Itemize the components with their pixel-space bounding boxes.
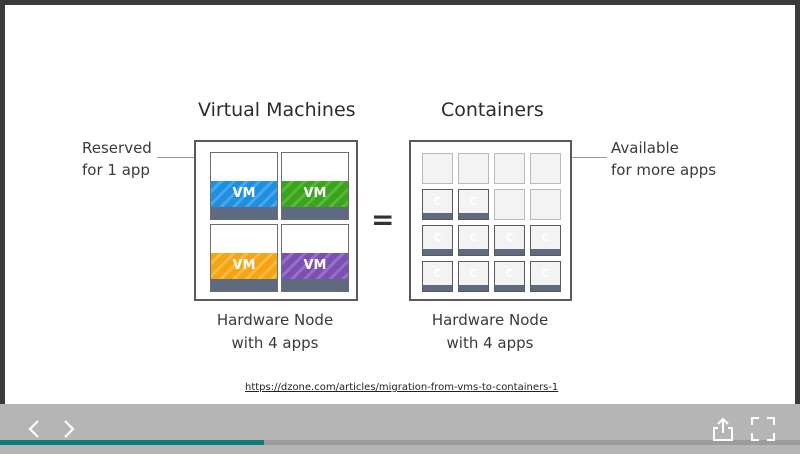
container-purple: C (530, 261, 561, 292)
container-hardware-node: C C C C C C C C C C (409, 140, 572, 301)
vm-purple: VM (281, 224, 349, 292)
vm-node-label-line2: with 4 apps (231, 334, 319, 352)
container-base (459, 249, 488, 255)
container-slot-empty (494, 189, 525, 220)
vm-reserved-space (211, 225, 277, 253)
container-orange: C (422, 261, 453, 292)
container-green: C (458, 189, 489, 220)
container-slot-empty (458, 153, 489, 184)
container-base (423, 285, 452, 291)
container-orange: C (422, 189, 453, 220)
reserved-label-line2: for 1 app (82, 161, 150, 179)
progress-track[interactable] (0, 440, 800, 445)
chevron-left-icon[interactable] (22, 416, 48, 442)
container-label: C (433, 195, 442, 208)
container-label: C (469, 267, 478, 280)
container-base (495, 285, 524, 291)
available-label: Available for more apps (611, 137, 716, 181)
vm-green: VM (281, 152, 349, 220)
share-icon[interactable] (710, 416, 736, 442)
container-base (531, 249, 560, 255)
container-label: C (433, 267, 442, 280)
vm-node-label: Hardware Node with 4 apps (185, 309, 365, 355)
available-label-line2: for more apps (611, 161, 717, 179)
vm-os-base (282, 207, 348, 219)
container-label: C (505, 231, 514, 244)
container-label: C (469, 195, 478, 208)
container-node-label: Hardware Node with 4 apps (400, 309, 580, 355)
container-base (531, 285, 560, 291)
reserved-label: Reserved for 1 app (82, 137, 152, 181)
container-base (423, 249, 452, 255)
containers-title: Containers (441, 99, 544, 121)
container-label: C (469, 231, 478, 244)
vm-os-base (282, 279, 348, 291)
available-label-line1: Available (611, 139, 679, 157)
container-green: C (458, 225, 489, 256)
equals-sign: = (371, 203, 395, 236)
container-base (423, 213, 452, 219)
container-green: C (458, 261, 489, 292)
vm-reserved-space (282, 153, 348, 181)
container-orange: C (422, 225, 453, 256)
reserved-leader-line (157, 157, 217, 158)
container-base (459, 213, 488, 219)
vm-reserved-space (211, 153, 277, 181)
vm-orange: VM (210, 224, 278, 292)
vm-node-label-line1: Hardware Node (216, 311, 334, 329)
container-label: C (541, 231, 550, 244)
vm-app-label: VM (282, 253, 348, 279)
reserved-label-line1: Reserved (82, 139, 152, 157)
vm-reserved-space (282, 225, 348, 253)
vm-app-label: VM (211, 253, 277, 279)
viewer-toolbar (0, 404, 800, 454)
chevron-right-icon[interactable] (56, 416, 82, 442)
container-blue: C (494, 225, 525, 256)
container-label: C (433, 231, 442, 244)
container-base (459, 285, 488, 291)
source-link[interactable]: https://dzone.com/articles/migration-fro… (245, 382, 559, 393)
vm-os-base (211, 207, 277, 219)
container-base (495, 249, 524, 255)
available-leader-line (545, 157, 607, 158)
container-node-label-line1: Hardware Node (431, 311, 549, 329)
container-label: C (505, 267, 514, 280)
vm-app-label: VM (282, 181, 348, 207)
container-purple: C (530, 225, 561, 256)
container-label: C (541, 267, 550, 280)
vm-app-label: VM (211, 181, 277, 207)
container-slot-empty (494, 153, 525, 184)
progress-bar (0, 440, 264, 445)
slide: Virtual Machines Containers Reserved for… (5, 5, 795, 404)
container-blue: C (494, 261, 525, 292)
vm-title: Virtual Machines (198, 99, 356, 121)
container-slot-empty (530, 153, 561, 184)
vm-blue: VM (210, 152, 278, 220)
vm-os-base (211, 279, 277, 291)
container-slot-empty (422, 153, 453, 184)
container-node-label-line2: with 4 apps (446, 334, 534, 352)
container-slot-empty (530, 189, 561, 220)
fullscreen-icon[interactable] (750, 416, 776, 442)
